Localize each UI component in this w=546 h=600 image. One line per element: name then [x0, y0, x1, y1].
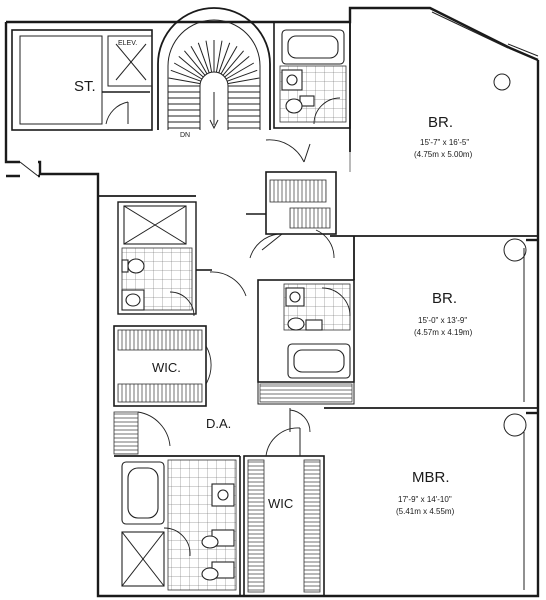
- stair-tread: [178, 56, 204, 78]
- stair-tread: [220, 45, 238, 75]
- master-bedroom-dims-metric: (5.41m x 4.55m): [396, 507, 455, 516]
- dining-area: [113, 408, 311, 455]
- wic-1: [113, 325, 212, 407]
- bedroom-1-dims-metric: (4.75m x 5.00m): [414, 150, 473, 159]
- stair-tread: [225, 62, 255, 80]
- stair-tread: [218, 42, 231, 73]
- stair-tread: [227, 69, 258, 82]
- bedroom-2-dims-imperial: 15'-0" x 13'-9": [418, 316, 467, 325]
- storage-label: ST.: [74, 78, 96, 95]
- wic-1-label: WIC.: [152, 360, 181, 375]
- stair-tread: [170, 69, 201, 82]
- hall-doors: [209, 139, 335, 297]
- bedroom-2: [257, 236, 538, 409]
- stair-down-label: DN: [180, 132, 190, 139]
- storage-block: [11, 29, 153, 131]
- hall-closets: [246, 171, 337, 235]
- master-bedroom-label: MBR.: [412, 469, 450, 486]
- bedroom-1-label: BR.: [428, 114, 453, 131]
- master-bath: [114, 455, 241, 596]
- bath-left-upper: [98, 195, 212, 317]
- spiral-stair: [157, 7, 271, 130]
- bedroom-1: [330, 22, 538, 237]
- stair-tread: [227, 77, 260, 85]
- bedroom-2-dims-metric: (4.57m x 4.19m): [414, 328, 473, 337]
- stair-tread: [205, 40, 213, 73]
- stair-tread: [173, 62, 203, 80]
- stair-tread: [197, 42, 210, 73]
- stair-tread: [184, 50, 206, 76]
- wic-2-label: WIC: [268, 496, 293, 511]
- bath-top: [273, 21, 351, 129]
- dining-area-label: D.A.: [206, 416, 231, 431]
- stair-tread: [224, 56, 250, 78]
- bedroom-2-label: BR.: [432, 290, 457, 307]
- stair-tread: [168, 77, 201, 85]
- wic-2: [243, 427, 325, 597]
- stair-tread: [190, 45, 208, 75]
- stair-tread: [222, 50, 244, 76]
- elevator-label: ELEV.: [118, 40, 137, 47]
- master-bedroom-dims-imperial: 17'-9" x 14'-10": [398, 495, 452, 504]
- bedroom-1-dims-imperial: 15'-7" x 16'-5": [420, 138, 469, 147]
- stair-tread: [215, 40, 223, 73]
